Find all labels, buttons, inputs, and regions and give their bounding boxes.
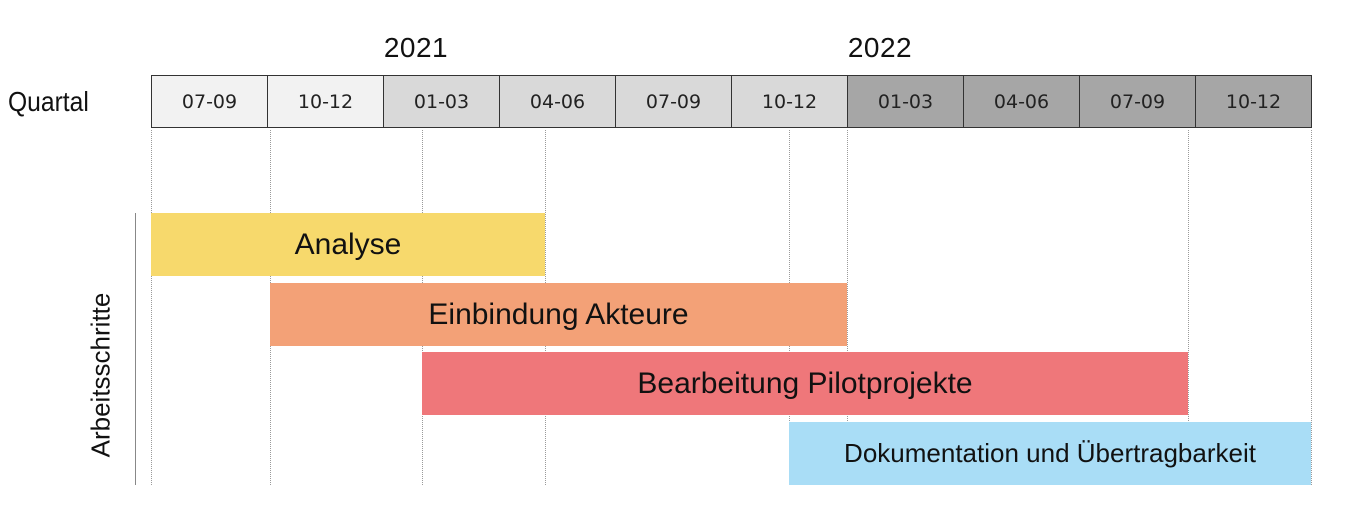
task-bar: Dokumentation und Übertragbarkeit xyxy=(789,422,1311,485)
task-label: Analyse xyxy=(294,227,402,261)
year-label-2021: 2021 xyxy=(383,32,449,63)
gridline xyxy=(847,130,848,485)
quarter-cell: 10-12 xyxy=(267,75,384,128)
quarter-cell: 04-06 xyxy=(499,75,616,128)
task-axis-label: Arbeitsschritte xyxy=(85,292,116,458)
quarter-cell: 01-03 xyxy=(383,75,500,128)
quarter-cell: 07-09 xyxy=(615,75,732,128)
year-label-2022: 2022 xyxy=(847,32,913,63)
task-label: Dokumentation und Übertragbarkeit xyxy=(844,438,1256,468)
quarter-cell: 10-12 xyxy=(731,75,848,128)
quarter-cell: 04-06 xyxy=(963,75,1080,128)
task-bar: Analyse xyxy=(151,213,545,276)
gridline xyxy=(1311,130,1312,485)
task-bar: Einbindung Akteure xyxy=(270,283,847,346)
quarter-cell: 07-09 xyxy=(1079,75,1196,128)
quarter-cell: 10-12 xyxy=(1195,75,1312,128)
task-label: Einbindung Akteure xyxy=(428,297,689,331)
task-bar: Bearbeitung Pilotprojekte xyxy=(422,352,1188,415)
task-axis-line xyxy=(135,213,136,485)
quarter-cell: 07-09 xyxy=(151,75,268,128)
gridline xyxy=(1188,130,1189,485)
task-label: Bearbeitung Pilotprojekte xyxy=(637,366,973,400)
quarter-row-title: Quartal xyxy=(8,86,89,117)
quarter-cell: 01-03 xyxy=(847,75,964,128)
gridline xyxy=(151,130,152,485)
